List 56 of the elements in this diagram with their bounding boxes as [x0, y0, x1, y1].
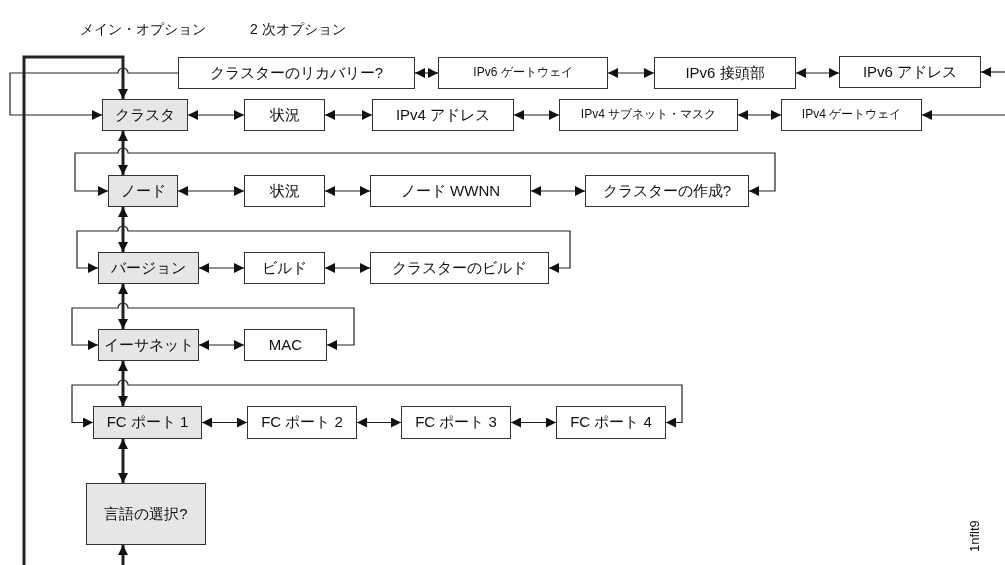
menu-option-box: FC ポート 1: [93, 406, 202, 439]
sub-option-box: IPv6 アドレス: [839, 56, 981, 88]
sub-option-box: 状況: [244, 175, 325, 207]
sub-option-box: ビルド: [244, 252, 325, 284]
arrow: [607, 68, 655, 78]
sub-option-box: クラスターの作成?: [585, 175, 749, 207]
arrow: [9, 67, 179, 120]
arrow: [118, 545, 128, 565]
arrow: [980, 67, 1005, 77]
arrow: [118, 131, 128, 175]
arrow: [324, 110, 373, 120]
sub-option-box: IPv6 接頭部: [654, 57, 796, 89]
sub-option-box: ノード WWNN: [370, 175, 531, 207]
sub-option-box: クラスターのリカバリー?: [178, 57, 415, 89]
column-heading: メイン・オプション: [80, 22, 206, 38]
menu-option-box: イーサネット: [98, 329, 199, 361]
arrow: [76, 225, 571, 273]
arrow: [510, 417, 557, 428]
menu-option-box: ノード: [108, 175, 178, 207]
sub-option-box: FC ポート 2: [247, 406, 357, 439]
sub-option-box: 状況: [244, 99, 325, 131]
arrow: [414, 68, 439, 78]
arrow: [118, 284, 128, 329]
arrow: [737, 110, 782, 120]
sub-option-box: FC ポート 3: [401, 406, 511, 439]
arrow: [118, 439, 128, 483]
arrow: [324, 263, 371, 273]
arrow: [74, 147, 776, 196]
sub-option-box: クラスターのビルド: [370, 252, 549, 284]
sub-option-box: IPv6 ゲートウェイ: [438, 57, 608, 89]
arrow: [177, 186, 245, 196]
arrow: [198, 340, 245, 350]
arrow: [118, 361, 128, 406]
arrow: [530, 186, 586, 196]
arrow: [201, 417, 248, 428]
arrow: [513, 110, 560, 120]
arrow: [71, 379, 683, 428]
arrow: [22, 55, 128, 565]
arrow: [356, 417, 402, 428]
sub-option-box: IPv4 サブネット・マスク: [559, 99, 738, 131]
menu-option-box: 言語の選択?: [86, 483, 206, 545]
sub-option-box: FC ポート 4: [556, 406, 666, 439]
arrow: [324, 186, 371, 196]
menu-option-box: クラスタ: [102, 99, 188, 131]
arrow: [921, 110, 1005, 120]
arrow: [795, 68, 840, 78]
arrow: [71, 302, 355, 350]
column-heading: 2 次オプション: [250, 22, 346, 38]
arrow: [198, 263, 245, 273]
menu-option-box: バージョン: [98, 252, 199, 284]
arrow: [187, 110, 245, 120]
arrow: [118, 207, 128, 252]
sub-option-box: IPv4 アドレス: [372, 99, 514, 131]
figure-id: 1nflt9: [968, 520, 983, 552]
sub-option-box: IPv4 ゲートウェイ: [781, 99, 922, 131]
sub-option-box: MAC: [244, 329, 327, 361]
